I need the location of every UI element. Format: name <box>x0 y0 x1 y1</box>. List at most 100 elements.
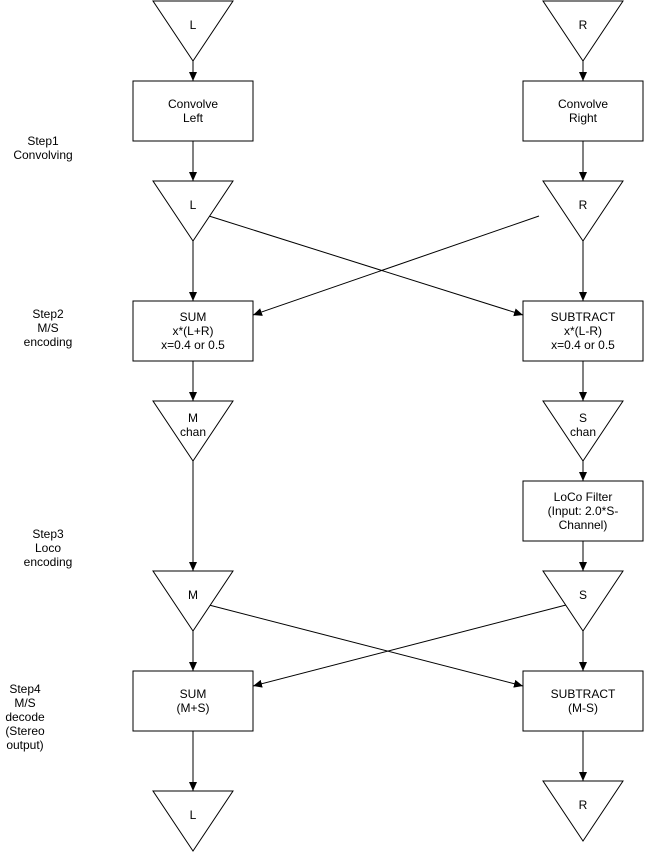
box-shape <box>522 670 644 732</box>
triangle-label-line: L <box>190 198 197 212</box>
box-subtract-decode: SUBTRACT(M-S) <box>522 670 644 732</box>
triangle-label-line: R <box>579 18 588 32</box>
box-shape <box>132 300 254 362</box>
triangle-label-line: L <box>190 808 197 822</box>
triangle-label-line: chan <box>180 425 206 439</box>
step-label-line: Convolving <box>13 148 72 162</box>
box-shape <box>132 80 254 142</box>
triangle-shape <box>152 0 234 62</box>
box-label-line: x=0.4 or 0.5 <box>161 338 225 352</box>
step-label-line: Step4 <box>9 682 41 696</box>
triangle-label-line: R <box>579 198 588 212</box>
triangle-label-line: S <box>579 588 587 602</box>
step-label-line: encoding <box>24 555 73 569</box>
triangle-out-right: R <box>542 780 624 842</box>
triangle-shape <box>542 0 624 62</box>
arrow-m-to-subtract-decode <box>208 604 524 688</box>
triangle-label: L <box>190 18 197 32</box>
step-label-line: encoding <box>24 335 73 349</box>
box-label-line: x*(L-R) <box>564 324 602 338</box>
box-loco-filter: LoCo Filter(Input: 2.0*S-Channel) <box>522 480 644 542</box>
box-label-line: SUBTRACT <box>551 687 616 701</box>
box-label: SUBTRACT(M-S) <box>551 687 616 715</box>
step-label-line: M/S <box>14 696 35 710</box>
triangle-in-left: L <box>152 0 234 62</box>
triangle-label: L <box>190 808 197 822</box>
box-shape <box>522 300 644 362</box>
triangle-label: R <box>579 18 588 32</box>
box-label-line: Convolve <box>558 97 608 111</box>
triangle-label-line: R <box>579 798 588 812</box>
triangle-shape <box>542 570 624 632</box>
box-label: LoCo Filter(Input: 2.0*S-Channel) <box>548 490 619 532</box>
triangle-out-left: L <box>152 790 234 852</box>
triangle-conv-left: L <box>152 180 234 242</box>
box-label-line: (Input: 2.0*S- <box>548 504 619 518</box>
triangle-label: R <box>579 798 588 812</box>
triangle-shape <box>542 780 624 842</box>
triangle-label-line: chan <box>570 425 596 439</box>
step-label-line: output) <box>6 738 43 752</box>
triangle-shape <box>152 180 234 242</box>
step-label-line: (Stereo <box>5 724 45 738</box>
box-label-line: (M-S) <box>568 701 598 715</box>
triangle-label: R <box>579 198 588 212</box>
step-label-line: Step3 <box>32 527 64 541</box>
triangle-label: L <box>190 198 197 212</box>
triangle-shape <box>152 400 234 462</box>
box-shape <box>522 80 644 142</box>
arrow-r-to-sum <box>252 215 540 316</box>
step-label-line: Step2 <box>32 307 64 321</box>
triangle-label: S <box>579 588 587 602</box>
arrow-s-to-sum-decode <box>252 604 567 688</box>
box-label-line: SUM <box>180 310 207 324</box>
triangle-label-line: L <box>190 18 197 32</box>
step-label-line: decode <box>5 710 45 724</box>
box-label-line: Right <box>569 111 598 125</box>
triangle-shape <box>152 570 234 632</box>
arrow-l-to-subtract <box>208 215 524 317</box>
box-label-line: Channel) <box>559 518 608 532</box>
box-label-line: SUM <box>180 687 207 701</box>
triangle-in-right: R <box>542 0 624 62</box>
box-sum-decode: SUM(M+S) <box>132 670 254 732</box>
triangle-conv-right: R <box>542 180 624 242</box>
step-label-line: M/S <box>37 321 58 335</box>
triangle-label-line: M <box>188 411 198 425</box>
box-shape <box>132 670 254 732</box>
connector-layer <box>189 61 587 791</box>
step-label-line: Step1 <box>27 134 59 148</box>
triangle-label: M <box>188 588 198 602</box>
box-shape <box>522 480 644 542</box>
triangle-label-line: M <box>188 588 198 602</box>
box-label-line: LoCo Filter <box>554 490 613 504</box>
triangle-shape <box>542 400 624 462</box>
step-label-line: Loco <box>35 541 61 555</box>
box-label-line: Left <box>183 111 204 125</box>
box-label-line: Convolve <box>168 97 218 111</box>
triangle-s: S <box>542 570 624 632</box>
triangle-m: M <box>152 570 234 632</box>
triangle-shape <box>152 790 234 852</box>
box-label-line: x=0.4 or 0.5 <box>551 338 615 352</box>
box-label: SUM(M+S) <box>177 687 210 715</box>
box-label-line: x*(L+R) <box>172 324 213 338</box>
